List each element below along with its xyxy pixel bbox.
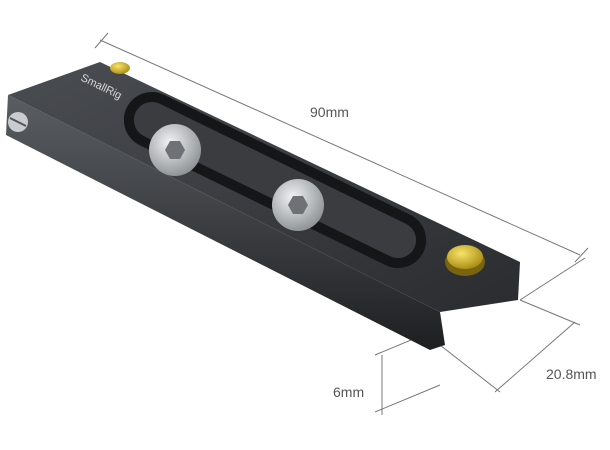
height-label: 6mm	[333, 384, 365, 400]
gold-pin	[110, 62, 130, 74]
hex-screw	[149, 124, 201, 176]
hex-screw	[272, 179, 324, 231]
rail-slot	[123, 91, 427, 269]
rail-side	[6, 95, 445, 350]
width-label: 20.8mm	[546, 366, 597, 382]
gold-pin	[445, 245, 485, 276]
dimension-lines	[94, 32, 589, 415]
length-label: 90mm	[310, 104, 349, 120]
